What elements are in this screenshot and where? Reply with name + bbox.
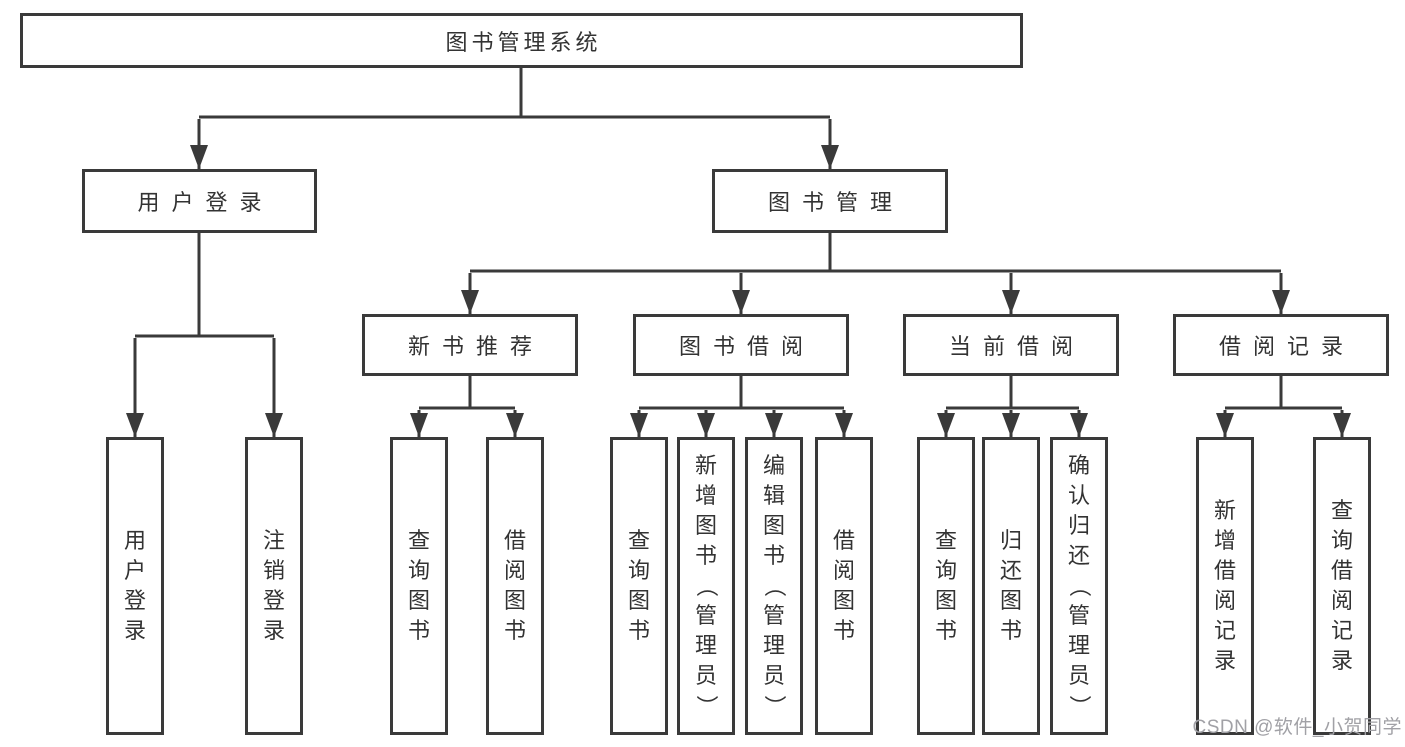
leaf-borrow-edit-books-admin: 编辑图书（管理员）: [745, 437, 803, 735]
node-library-management-system-label: 图书管理系统: [445, 29, 602, 55]
node-book-borrowing: 图书借阅: [633, 314, 849, 376]
leaf-current-query-books: 查询图书: [917, 437, 975, 735]
node-new-book-recommendation-label: 新书推荐: [407, 334, 544, 359]
node-current-borrowing: 当前借阅: [903, 314, 1119, 376]
node-book-management-label: 图书管理: [767, 190, 904, 215]
node-user-login: 用户登录: [82, 169, 317, 233]
node-new-book-recommendation: 新书推荐: [362, 314, 578, 376]
node-borrowing-records: 借阅记录: [1173, 314, 1389, 376]
leaf-user-login: 用户登录: [106, 437, 164, 735]
leaf-logout: 注销登录: [245, 437, 303, 735]
leaf-records-add-borrow-record: 新增借阅记录: [1196, 437, 1254, 735]
leaf-borrow-add-books-admin: 新增图书（管理员）: [677, 437, 735, 735]
watermark-text: CSDN @软件_小贺同学: [1192, 717, 1402, 738]
node-book-management: 图书管理: [712, 169, 948, 233]
leaf-borrow-borrow-books: 借阅图书: [815, 437, 873, 735]
leaf-current-return-books: 归还图书: [982, 437, 1040, 735]
node-user-login-label: 用户登录: [137, 190, 274, 215]
node-library-management-system: 图书管理系统: [20, 13, 1023, 68]
leaf-borrow-query-books: 查询图书: [610, 437, 668, 735]
node-book-borrowing-label: 图书借阅: [678, 334, 815, 359]
leaf-newbook-query-books: 查询图书: [390, 437, 448, 735]
node-current-borrowing-label: 当前借阅: [948, 334, 1085, 359]
leaf-records-query-borrow-record: 查询借阅记录: [1313, 437, 1371, 735]
leaf-newbook-borrow-books: 借阅图书: [486, 437, 544, 735]
node-borrowing-records-label: 借阅记录: [1218, 334, 1355, 359]
leaf-current-confirm-return-admin: 确认归还（管理员）: [1050, 437, 1108, 735]
